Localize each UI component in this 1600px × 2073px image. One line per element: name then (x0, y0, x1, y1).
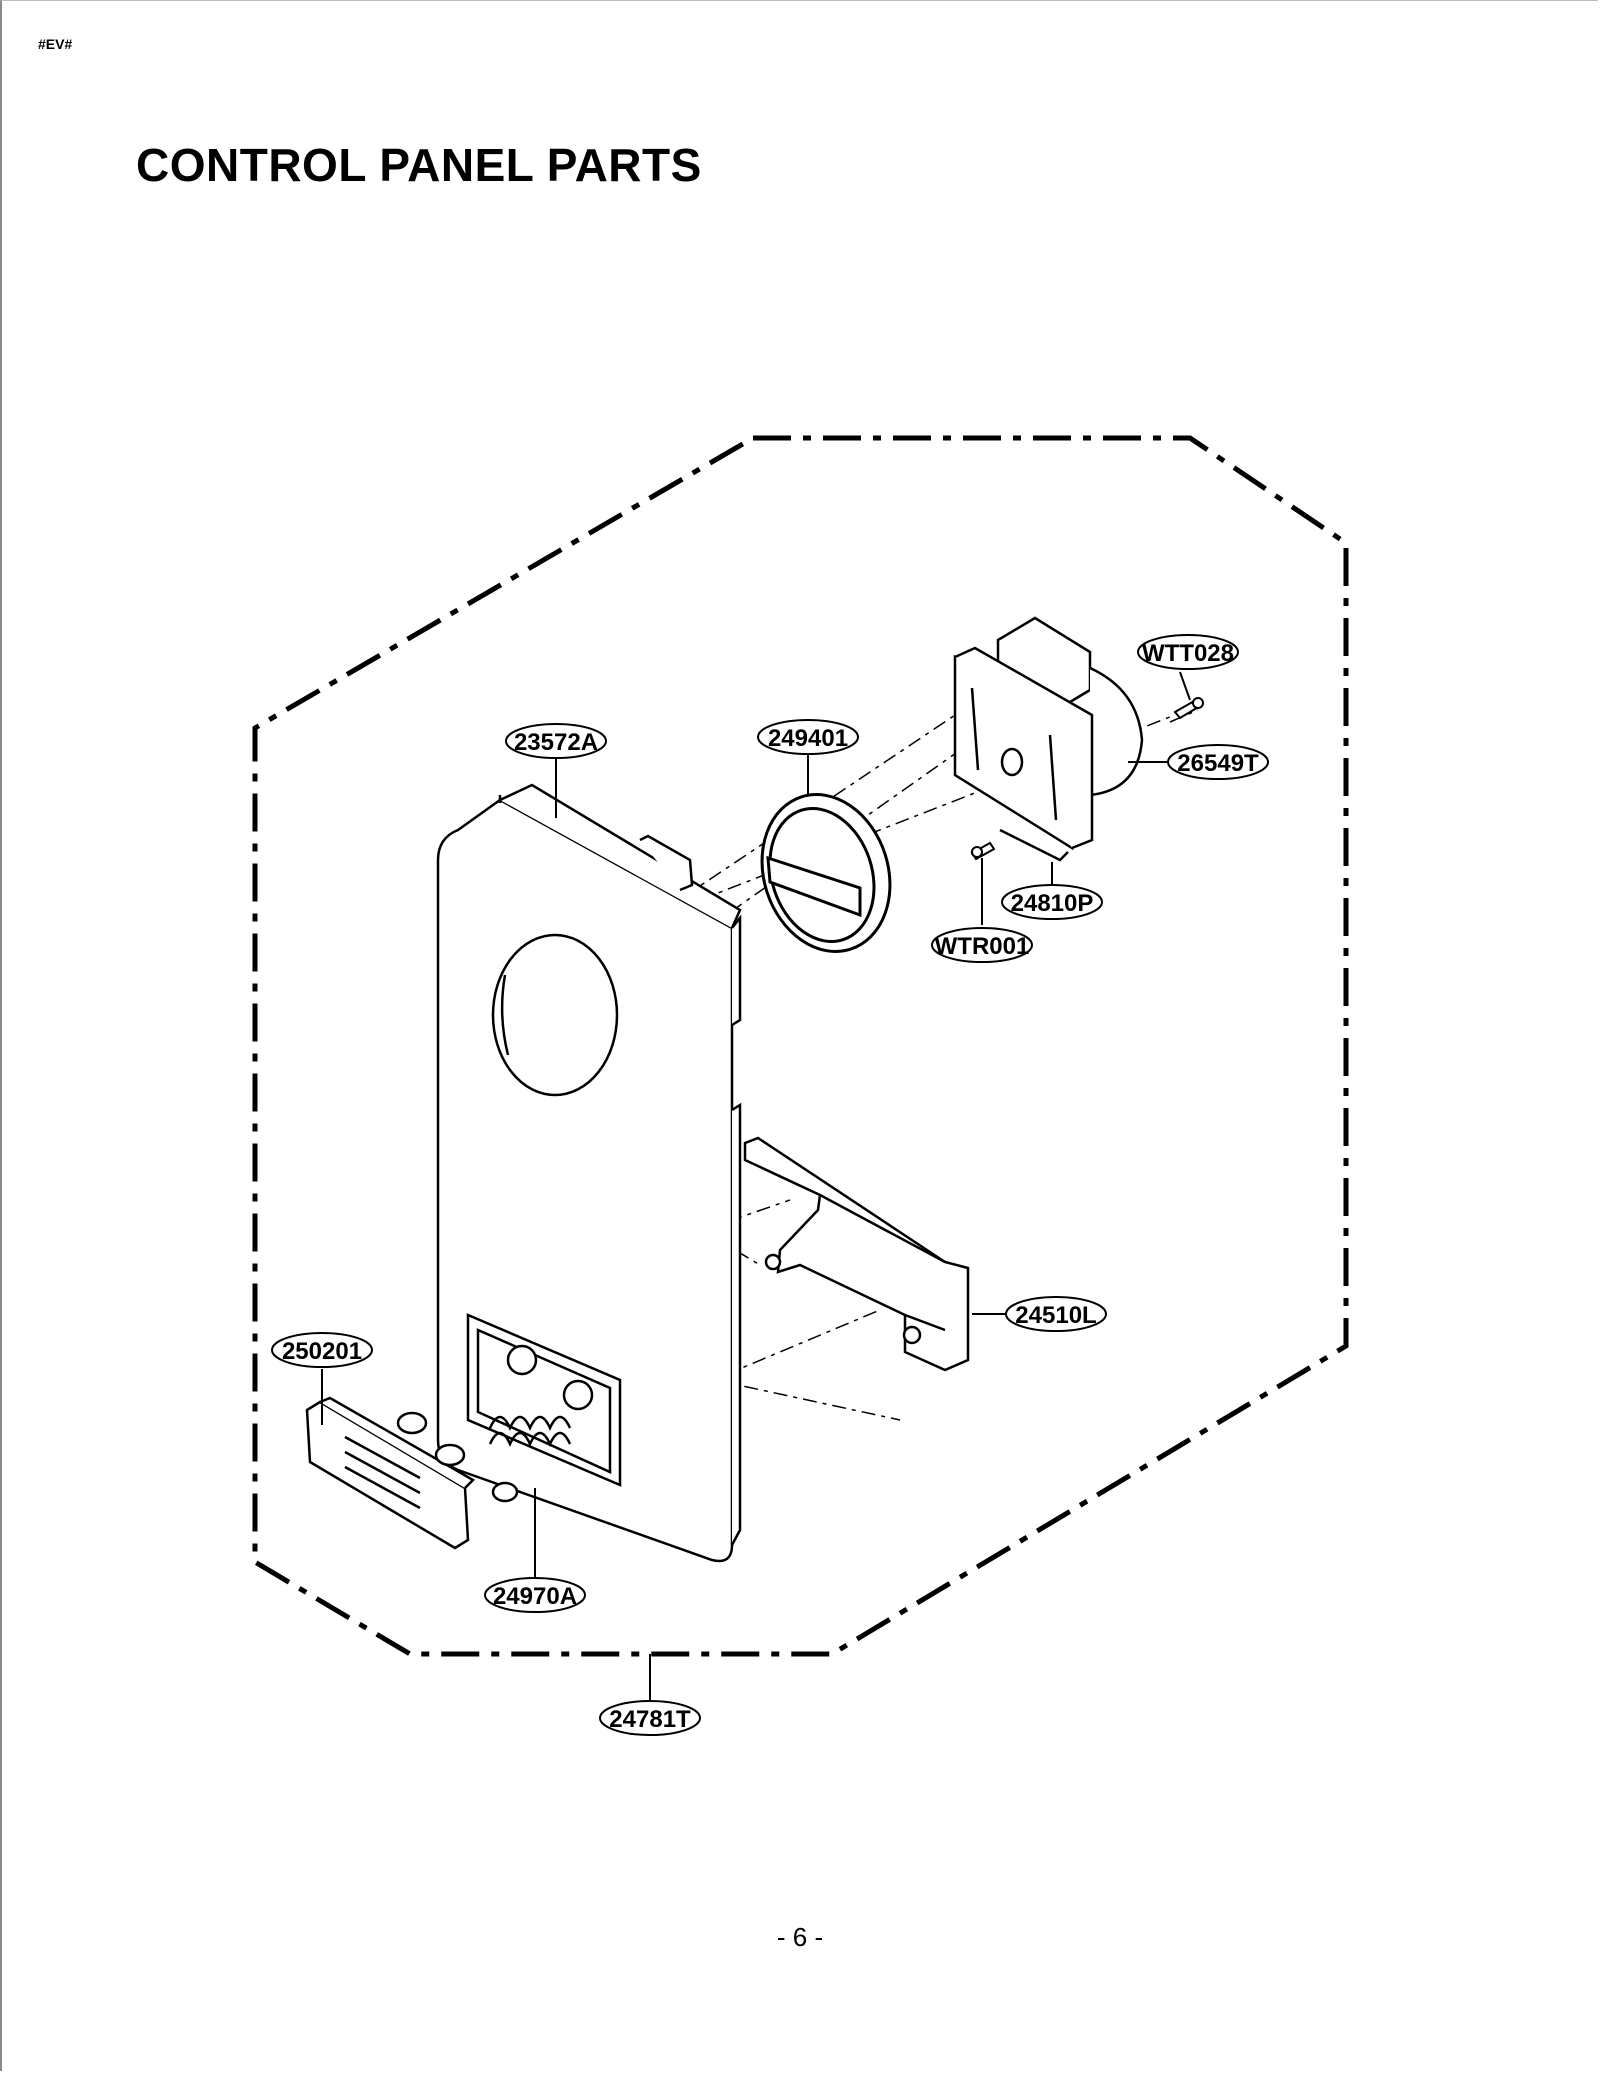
callout-screw-bottom: WTR001 (931, 927, 1033, 963)
control-panel-housing (436, 783, 742, 1563)
door-button (305, 1396, 519, 1550)
doc-code: #EV# (38, 36, 73, 52)
callout-bracket: 24810P (1001, 884, 1103, 920)
timer-assembly (953, 616, 1144, 862)
svg-text:26549T: 26549T (1177, 750, 1259, 777)
assembly-boundary (252, 435, 1349, 1657)
callout-spring: 24970A (484, 1577, 586, 1613)
page-number: - 6 - (776, 1922, 824, 1952)
callout-knob: 249401 (757, 719, 859, 755)
svg-text:250201: 250201 (282, 1338, 362, 1365)
svg-text:WTT028: WTT028 (1142, 640, 1234, 667)
latch-lever (743, 1136, 970, 1372)
leader-lines (321, 671, 1191, 1700)
svg-text:24810P: 24810P (1011, 890, 1094, 917)
callout-timer: 26549T (1167, 744, 1269, 780)
svg-text:24781T: 24781T (609, 1706, 691, 1733)
svg-text:23572A: 23572A (514, 729, 598, 756)
callout-panel: 23572A (505, 723, 607, 759)
svg-text:24970A: 24970A (493, 1583, 577, 1610)
spring (488, 1415, 572, 1448)
screws (970, 697, 1204, 861)
svg-text:24510L: 24510L (1015, 1302, 1096, 1329)
callout-screw-top: WTT028 (1137, 634, 1239, 670)
page-title: CONTROL PANEL PARTS (136, 139, 702, 191)
callout-frame: 24781T (599, 1700, 701, 1736)
callout-lever: 24510L (1005, 1296, 1107, 1332)
svg-text:WTR001: WTR001 (935, 933, 1030, 960)
callout-button: 250201 (271, 1332, 373, 1368)
svg-text:249401: 249401 (768, 725, 848, 752)
timer-knob (760, 793, 892, 953)
